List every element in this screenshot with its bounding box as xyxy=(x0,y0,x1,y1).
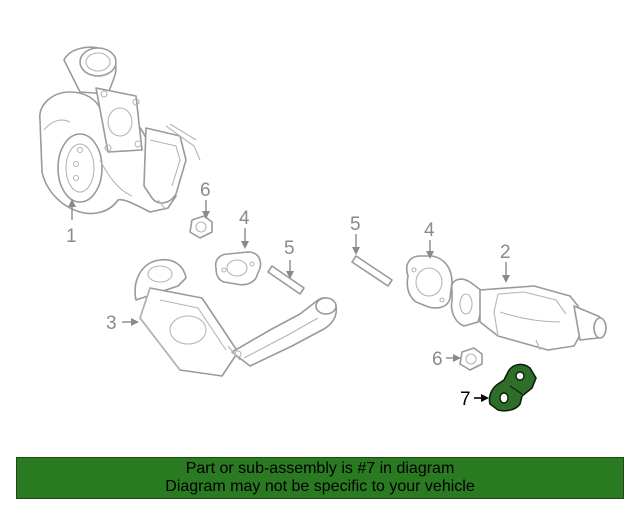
nut-part-6-lower[interactable] xyxy=(459,347,483,371)
callout-3-number: 3 xyxy=(106,313,117,334)
callout-6-upper-number: 6 xyxy=(200,180,211,201)
callout-6-upper: 6 xyxy=(200,180,211,219)
callout-3: 3 xyxy=(106,313,139,334)
callout-4-right: 4 xyxy=(424,220,435,259)
stud-part-5-right[interactable] xyxy=(351,255,393,287)
parts-diagram: 1 2 3 4 4 5 5 6 6 7 xyxy=(39,46,607,412)
callout-5-left: 5 xyxy=(284,238,295,279)
callout-7: 7 xyxy=(460,389,489,410)
callout-6-lower-number: 6 xyxy=(432,349,443,370)
callout-5-right-number: 5 xyxy=(350,214,361,235)
bracket-part-7-highlighted[interactable] xyxy=(488,363,537,412)
callout-4-right-number: 4 xyxy=(424,220,435,241)
turbocharger-part-1[interactable] xyxy=(39,46,201,215)
callout-1-number: 1 xyxy=(66,226,77,247)
callout-4-left-number: 4 xyxy=(239,208,250,229)
stud-part-5-left[interactable] xyxy=(267,265,305,295)
egr-cooler-part-3[interactable] xyxy=(134,258,338,377)
callout-1: 1 xyxy=(66,199,77,247)
callout-4-left: 4 xyxy=(239,208,250,249)
banner-line-part-number: Part or sub-assembly is #7 in diagram xyxy=(185,460,455,477)
callout-6-lower: 6 xyxy=(432,349,461,370)
callout-5-left-number: 5 xyxy=(284,238,295,259)
nut-part-6-upper[interactable] xyxy=(189,215,213,239)
callout-2: 2 xyxy=(500,242,511,283)
catalytic-converter-part-2[interactable] xyxy=(450,278,607,351)
banner-line-disclaimer: Diagram may not be specific to your vehi… xyxy=(165,478,475,495)
part-info-banner: Part or sub-assembly is #7 in diagram Di… xyxy=(16,457,624,499)
gasket-part-4-right[interactable] xyxy=(405,255,453,309)
callout-5-right: 5 xyxy=(350,214,361,255)
callout-2-number: 2 xyxy=(500,242,511,263)
callout-7-number: 7 xyxy=(460,389,471,410)
gasket-part-4-left[interactable] xyxy=(214,251,262,286)
